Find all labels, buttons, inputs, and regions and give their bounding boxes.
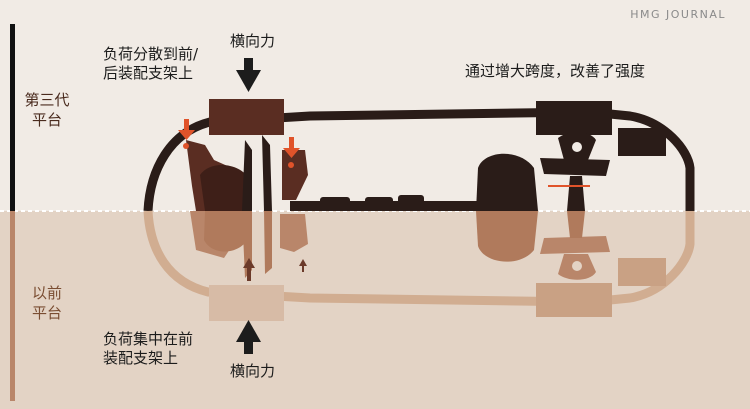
lower-section-label-line2: 平台 [31,304,62,322]
upper-load-arrows [178,119,300,168]
upper-lateral-force-arrow [236,58,261,92]
lower-rear-extension [618,258,666,286]
upper-muffler-2 [365,197,393,211]
upper-load-note-line2: 后装配支架上 [103,64,194,82]
upper-front-mount-bracket [282,150,308,200]
upper-section-label: 第三代 平台 [22,90,72,130]
lower-front-mount-block [209,285,284,321]
lower-rear-link [540,236,610,254]
upper-section-label-line2: 平台 [31,111,62,129]
brand-logo: HMG JOURNAL [630,8,726,21]
lower-rear-mount-hole [572,261,582,271]
upper-body-outline [143,107,695,212]
lower-section-bar [10,211,15,401]
upper-force-label: 横向力 [230,32,276,50]
lower-force-label: 横向力 [230,362,276,380]
upper-rear-mount-block [536,101,612,135]
lower-section-label-line1: 以前 [31,284,62,302]
lower-front-knuckle [204,211,250,252]
lower-load-note: 负荷集中在前 装配支架上 [103,330,193,368]
lower-section-background [0,211,750,409]
upper-load-note-line1: 负荷分散到前/ [103,45,199,63]
lower-body-outline [143,210,695,307]
lower-load-note-line2: 装配支架上 [103,349,179,367]
upper-muffler-3 [398,195,424,211]
upper-rear-extension [618,128,666,156]
lower-lateral-force-arrow [236,320,261,354]
upper-front-knuckle [200,164,250,211]
upper-section-label-line1: 第三代 [24,91,70,109]
upper-rear-link [540,158,610,176]
lower-rear-member [567,211,585,238]
lower-load-note-line1: 负荷集中在前 [103,330,194,348]
lower-front-mount-bracket [280,214,308,252]
upper-load-note: 负荷分散到前/ 后装配支架上 [103,45,198,83]
rear-span-note: 通过增大跨度，改善了强度 [465,62,646,80]
upper-rear-mount-hole [572,142,582,152]
upper-rear-member [567,176,585,211]
upper-front-struts [242,135,272,211]
upper-rear-knuckle [476,153,538,211]
lower-load-arrows [243,258,307,281]
upper-section-bar [10,24,15,211]
lower-rear-knuckle [476,211,538,262]
lower-rear-mount-block [536,283,612,317]
lower-section-label: 以前 平台 [22,283,72,323]
upper-front-mount-block [209,99,284,135]
upper-muffler-1 [320,197,350,211]
